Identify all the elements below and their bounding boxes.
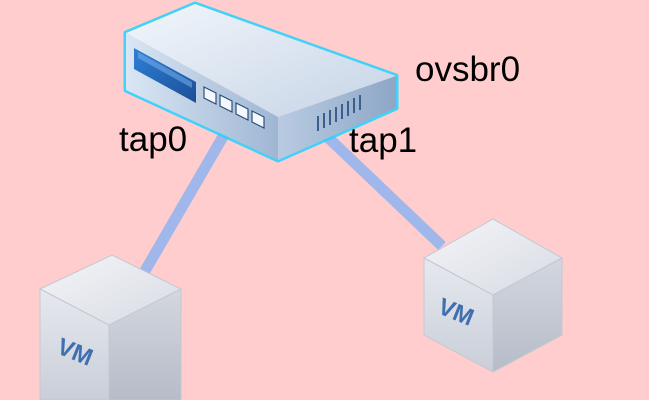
vm-cube-icon: VM <box>38 254 183 400</box>
network-switch-icon <box>123 1 399 163</box>
link-line-tap0 <box>137 125 233 279</box>
link-label-tap0: tap0 <box>119 120 188 159</box>
switch-label: ovsbr0 <box>415 50 521 89</box>
vm-cube-icon: VM <box>422 218 564 373</box>
link-line-tap1 <box>314 124 446 250</box>
link-label-tap1: tap1 <box>349 121 418 160</box>
